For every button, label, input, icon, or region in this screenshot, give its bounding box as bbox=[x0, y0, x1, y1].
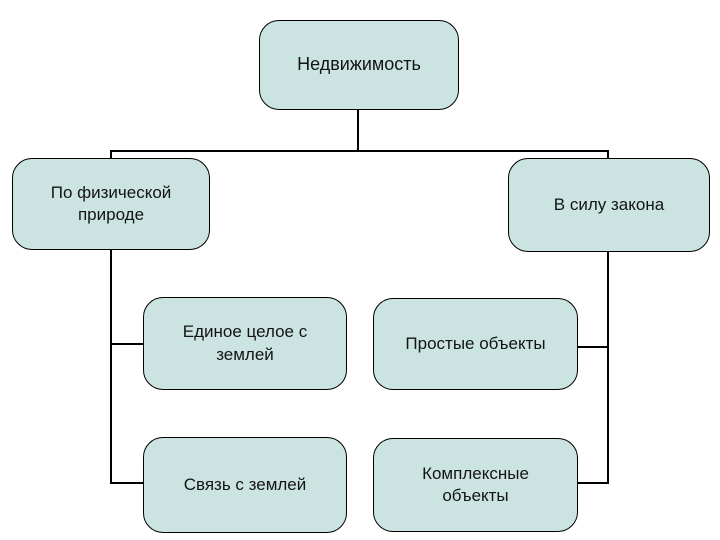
connector-right-branch-vertical bbox=[607, 150, 609, 484]
node-real-estate-label: Недвижимость bbox=[297, 54, 421, 75]
connector-root-vertical bbox=[357, 110, 359, 152]
node-by-physical-nature: По физической природе bbox=[12, 158, 210, 250]
node-by-physical-nature-label: По физической природе bbox=[50, 182, 172, 224]
node-simple-objects-label: Простые объекты bbox=[405, 333, 546, 353]
node-complex-objects: Комплексные объекты bbox=[373, 438, 578, 532]
node-link-with-land-label: Связь с землей bbox=[183, 474, 307, 494]
node-link-with-land: Связь с землей bbox=[143, 437, 347, 533]
node-single-whole-with-land-label: Единое целое с землей bbox=[182, 322, 308, 364]
connector-main-horizontal bbox=[110, 150, 609, 152]
node-by-law: В силу закона bbox=[508, 158, 710, 252]
node-real-estate: Недвижимость bbox=[259, 20, 459, 110]
connector-stub-bottom-right bbox=[577, 482, 608, 484]
node-complex-objects-label: Комплексные объекты bbox=[422, 463, 529, 505]
connector-left-branch-vertical bbox=[110, 150, 112, 484]
node-single-whole-with-land: Единое целое с землей bbox=[143, 297, 347, 390]
connector-stub-mid-left bbox=[110, 343, 144, 345]
connector-stub-mid-right bbox=[577, 346, 608, 348]
connector-stub-bottom-left bbox=[110, 482, 144, 484]
node-by-law-label: В силу закона bbox=[553, 194, 665, 214]
node-simple-objects: Простые объекты bbox=[373, 298, 578, 390]
